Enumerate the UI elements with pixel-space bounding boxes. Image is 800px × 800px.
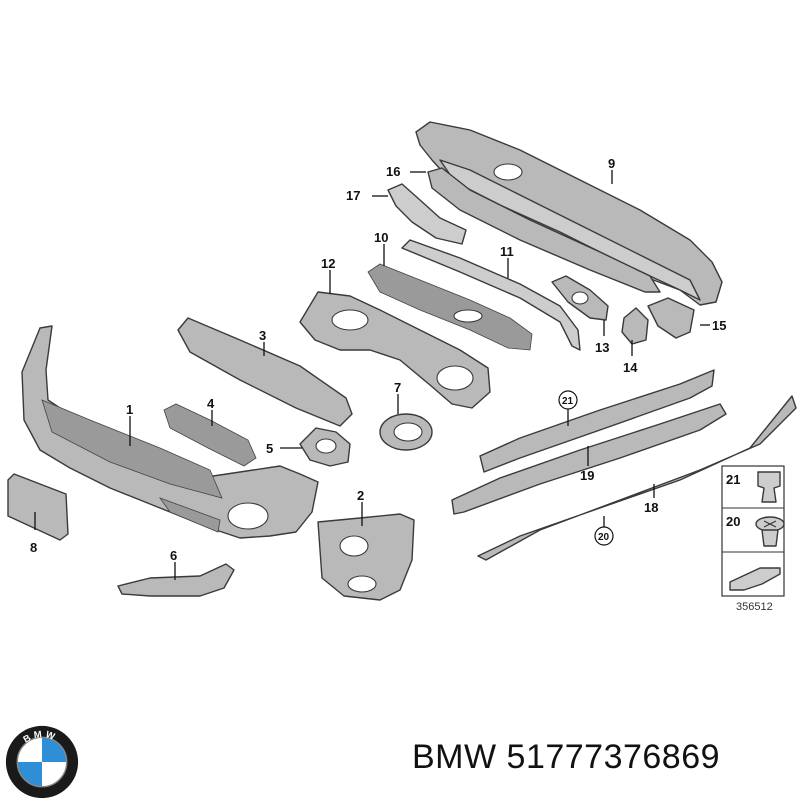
callout-1: 1: [126, 402, 133, 417]
callout-13: 13: [595, 340, 609, 355]
callout-12: 12: [321, 256, 335, 271]
part-14-reflector: [621, 307, 649, 345]
callout-10: 10: [374, 230, 388, 245]
circled-callout-20: 20: [594, 526, 614, 546]
inset-label-20: 20: [726, 514, 740, 529]
fastener-inset: 21 20 356512: [721, 465, 785, 613]
part-8-plate-holder: [7, 473, 69, 541]
leader-lines: [34, 170, 710, 580]
callout-15: 15: [712, 318, 726, 333]
part-6-lip: [117, 563, 235, 597]
part-10-grille: [367, 263, 533, 351]
callout-19: 19: [580, 468, 594, 483]
part-16-trim: [427, 167, 661, 293]
callout-6: 6: [170, 548, 177, 563]
callout-9: 9: [608, 156, 615, 171]
circled-callout-20-text: 20: [598, 532, 610, 543]
part-12-frame: [299, 291, 491, 409]
part-5-lamp-cover: [299, 427, 351, 467]
inset-label-21: 21: [726, 472, 740, 487]
part-4-grille-insert: [163, 403, 257, 467]
part-7-ring: [379, 413, 433, 451]
callout-11: 11: [500, 244, 514, 259]
screw-20-icon: [755, 516, 785, 547]
clip-21-icon: [757, 471, 781, 503]
bmw-logo: BMW: [5, 725, 79, 799]
part-17-trim: [387, 183, 467, 245]
callout-4: 4: [207, 396, 215, 411]
part-9-bumper-cover: [415, 121, 723, 306]
caption: BMW 51777376869: [412, 738, 721, 776]
part-13-bracket: [551, 275, 609, 321]
part-2-bracket: [317, 513, 415, 601]
part-15-cover: [647, 297, 695, 339]
callout-2: 2: [357, 488, 364, 503]
reference-number: 356512: [736, 601, 773, 613]
callout-17: 17: [346, 188, 360, 203]
part-3-trim-bar: [177, 317, 353, 427]
callout-16: 16: [386, 164, 400, 179]
circled-callout-21-text: 21: [562, 396, 574, 407]
part-11-strip: [401, 239, 581, 351]
callout-3: 3: [259, 328, 266, 343]
reference-arrow-icon: [729, 567, 781, 591]
circled-callout-21: 21: [558, 390, 578, 410]
callout-7: 7: [394, 380, 401, 395]
part-1-bumper: [21, 325, 319, 539]
part-18-sill: [477, 395, 797, 561]
callout-5: 5: [266, 441, 273, 456]
callout-8: 8: [30, 540, 37, 555]
callout-labels: 1 2 3 4 5 6 7 8 9 10 11 12 13 14 15 16 1…: [30, 156, 726, 563]
callout-18: 18: [644, 500, 658, 515]
callout-14: 14: [623, 360, 638, 375]
part-19-sill: [451, 369, 727, 515]
